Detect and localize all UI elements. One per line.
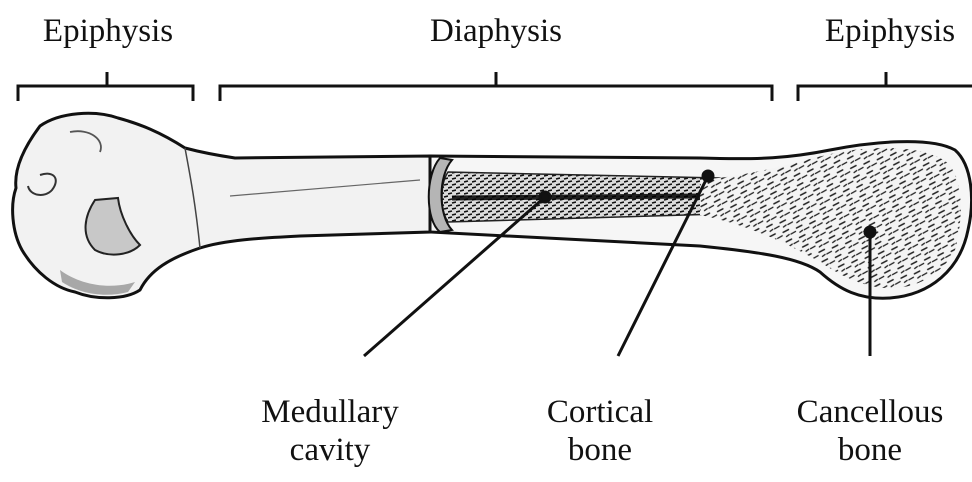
label-cortical-bone: Cortical bone: [547, 393, 653, 469]
label-medullary-line1: Medullary: [261, 393, 398, 431]
label-cancellous-bone: Cancellous bone: [797, 393, 944, 469]
label-cancellous-line2: bone: [797, 431, 944, 469]
label-cortical-line2: bone: [547, 431, 653, 469]
bracket-epiphysis-left: [18, 72, 193, 101]
label-diaphysis: Diaphysis: [430, 12, 562, 50]
label-epiphysis-right: Epiphysis: [825, 12, 955, 50]
label-epiphysis-left: Epiphysis: [43, 12, 173, 50]
bracket-diaphysis: [220, 72, 772, 101]
label-medullary-line2: cavity: [261, 431, 398, 469]
label-cortical-line1: Cortical: [547, 393, 653, 431]
label-cancellous-line1: Cancellous: [797, 393, 944, 431]
left-epiphysis-shape: [13, 113, 430, 297]
bracket-epiphysis-right: [798, 72, 972, 101]
label-medullary-cavity: Medullary cavity: [261, 393, 398, 469]
